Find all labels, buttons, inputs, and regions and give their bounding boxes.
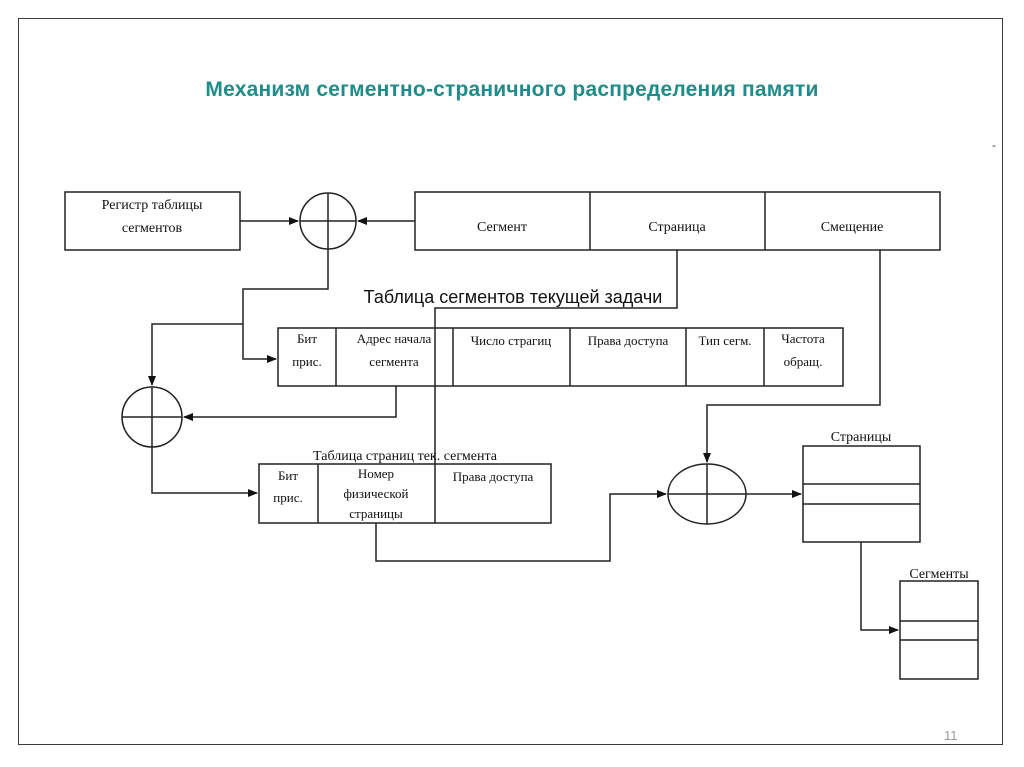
pages-label: Страницы [831,430,892,445]
segment-table [277,327,844,387]
field-offset: Смещение [821,220,884,235]
seg-col-2-l2: сегмента [369,354,419,369]
segment-table-caption: Таблица сегментов текущей задачи [364,287,663,307]
seg-col-6-l2: обращ. [784,354,823,369]
seg-col-6-l1: Частота [781,331,825,346]
pg-col-2-l2: физической [344,486,409,501]
register-label-2: сегментов [122,221,183,236]
field-segment: Сегмент [477,220,527,235]
page-table [258,463,552,524]
page-table-caption: Таблица страниц тек. сегмента [313,449,498,464]
slide-title: Механизм сегментно-страничного распредел… [205,78,819,101]
pg-col-2-l3: страницы [349,506,403,521]
dash-mark: - [992,138,996,152]
seg-col-1-l1: Бит [297,331,317,346]
pg-col-3-l1: Права доступа [453,469,534,484]
pg-col-2-l1: Номер [358,466,394,481]
page-number: 11 [944,728,958,743]
seg-col-2-l1: Адрес начала [357,331,432,346]
seg-col-1-l2: прис. [292,354,321,369]
seg-col-4-l1: Права доступа [588,333,669,348]
segments-label: Сегменты [909,567,969,582]
pg-col-1-l2: прис. [273,490,302,505]
segments-box [899,580,979,680]
seg-col-3-l1: Число страгиц [471,333,552,348]
slide-frame [18,18,1003,745]
register-label-1: Регистр таблицы [102,198,203,213]
pg-col-1-l1: Бит [278,468,298,483]
seg-col-5-l1: Тип сегм. [698,333,751,348]
pages-box [802,445,921,543]
field-page: Страница [648,220,706,235]
